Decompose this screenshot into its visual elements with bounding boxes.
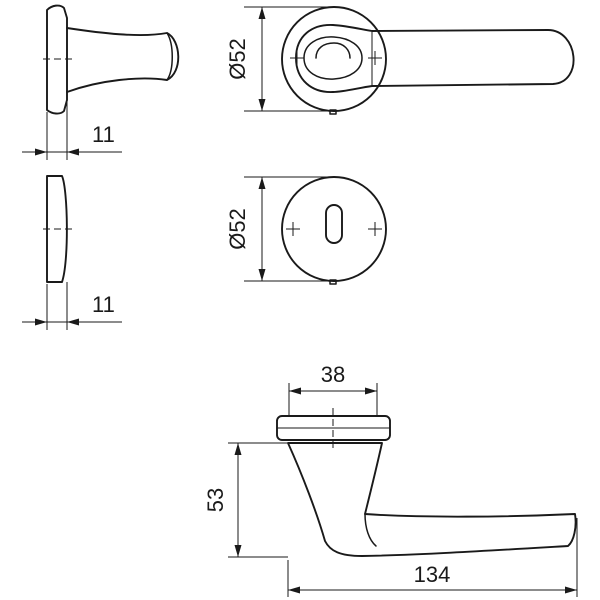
arrowhead [67, 148, 79, 156]
lever-body-top [287, 442, 577, 557]
lever-neck-end [166, 32, 173, 81]
arrowhead [289, 387, 301, 395]
escutcheon-side-plate [46, 175, 68, 283]
arrowhead [258, 99, 266, 111]
lever-front-view: Ø52 [225, 6, 575, 115]
lever-collar-front [303, 36, 363, 80]
arrowhead [258, 7, 266, 19]
arrowhead [234, 443, 242, 455]
arrowhead [288, 586, 300, 594]
escutcheon-side-view: 11 [22, 175, 122, 330]
lever-collar-inner [315, 42, 351, 59]
arrowhead [35, 318, 47, 326]
escutcheon-thickness-label: 11 [92, 292, 115, 317]
arrowhead [67, 318, 79, 326]
arrowhead [35, 148, 47, 156]
lever-body-ridge [364, 513, 377, 547]
arrowhead [234, 545, 242, 557]
arrowhead [565, 586, 577, 594]
escutcheon-front-view: Ø52 [225, 176, 387, 285]
rose-thickness-label: 11 [92, 122, 115, 147]
lever-top-view: 38 53 134 [203, 362, 578, 597]
keyhole-slot [325, 204, 343, 244]
lever-length-label: 134 [414, 562, 451, 587]
escutcheon-diameter-label: Ø52 [225, 208, 250, 250]
escutcheon-notch [329, 279, 337, 285]
rose-side-plate [46, 4, 68, 115]
lever-grip-front [295, 24, 575, 93]
rose-notch [329, 109, 337, 115]
lever-neck-side [66, 27, 180, 93]
rose-side-view: 11 [22, 4, 180, 160]
arrowhead [365, 387, 377, 395]
lever-height-label: 53 [203, 488, 228, 512]
arrowhead [258, 177, 266, 189]
arrowhead [258, 269, 266, 281]
rose-diameter-label: Ø52 [225, 38, 250, 80]
lever-width-label: 38 [321, 362, 345, 387]
escutcheon-front-circle [281, 176, 387, 282]
rose-front-circle [281, 6, 387, 112]
